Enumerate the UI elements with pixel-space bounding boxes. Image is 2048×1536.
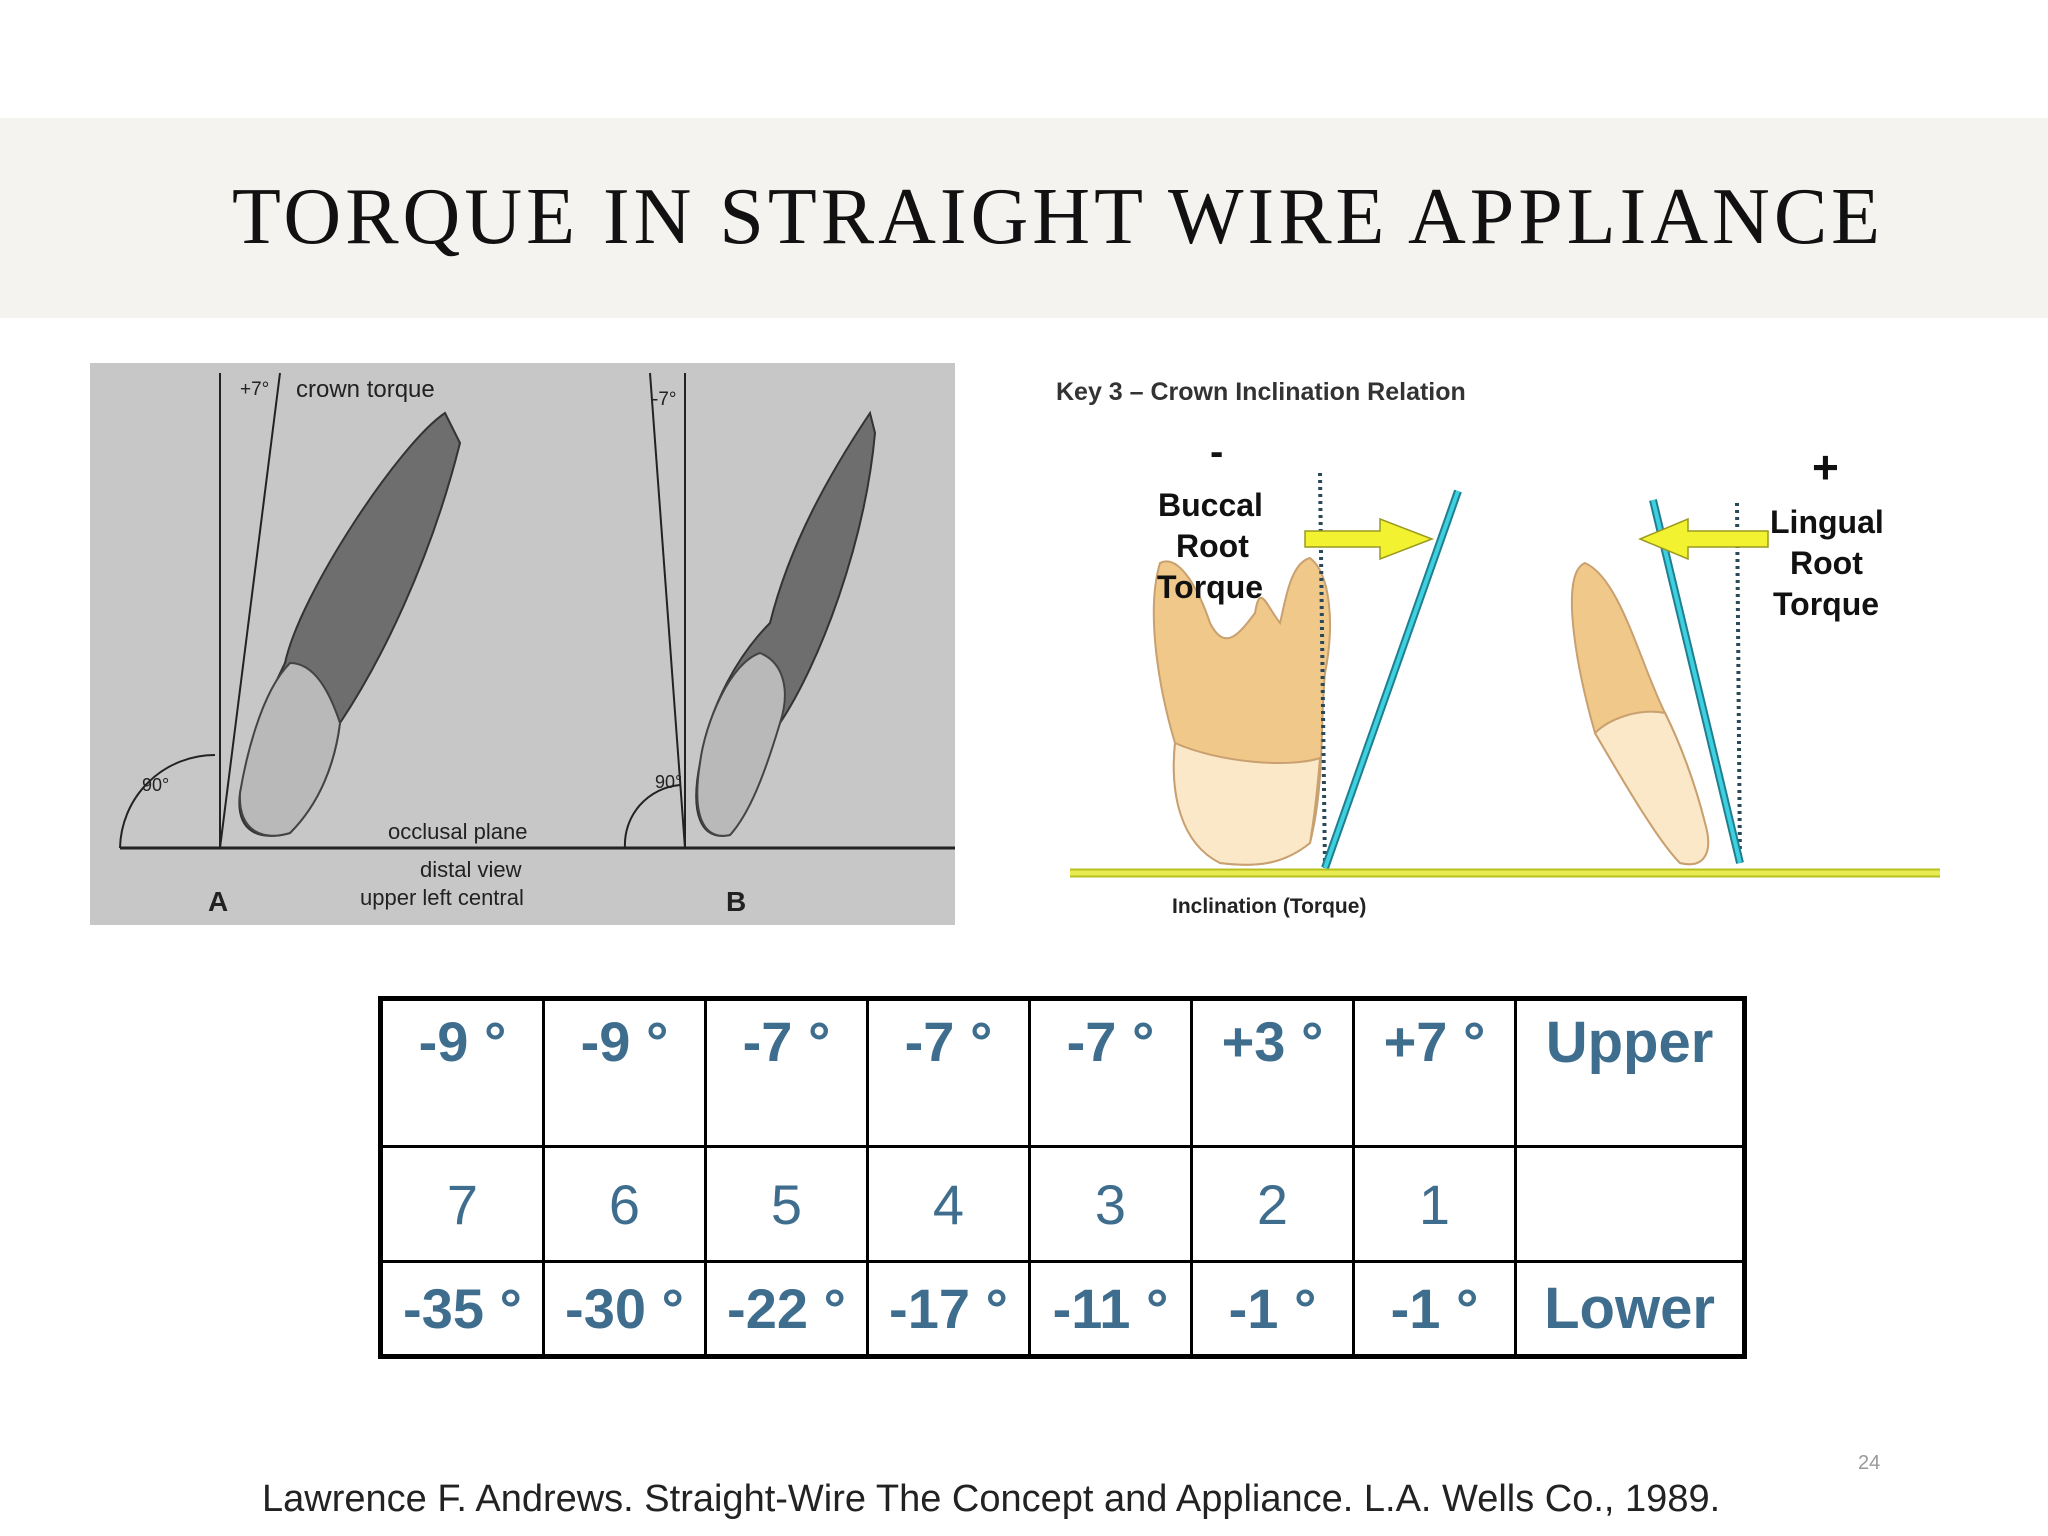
angle-b-label: 90° xyxy=(655,772,682,792)
table-cell: -11 ° xyxy=(1028,1260,1193,1358)
upper-label: Upper xyxy=(1514,997,1746,1148)
lower-label: Lower xyxy=(1514,1260,1746,1358)
arrow-left-icon xyxy=(1638,517,1769,561)
angle-a-label: 90° xyxy=(142,775,169,795)
tooth-number-row: 7 6 5 4 3 2 1 xyxy=(379,1145,1746,1263)
crown-torque-value: +7° xyxy=(240,379,269,400)
slide-title: TORQUE IN STRAIGHT WIRE APPLIANCE xyxy=(232,173,1885,261)
table-cell: 3 xyxy=(1028,1145,1193,1263)
upper-left-central-label: upper left central xyxy=(360,885,524,910)
table-cell: 2 xyxy=(1190,1145,1355,1263)
lingual-label-2: Root xyxy=(1790,545,1863,581)
table-cell: -1 ° xyxy=(1352,1260,1517,1358)
negative-torque-value: -7° xyxy=(652,389,677,410)
buccal-label-2: Root xyxy=(1176,528,1249,564)
table-cell: -35 ° xyxy=(379,1260,545,1358)
table-cell: +7 ° xyxy=(1352,997,1517,1148)
table-cell: +3 ° xyxy=(1190,997,1355,1148)
crown-torque-label: crown torque xyxy=(296,376,435,403)
minus-sign: - xyxy=(1210,430,1223,474)
crown-torque-figure: +7° crown torque -7° 90° 90° occlusal pl… xyxy=(90,363,955,925)
torque-values-table: -9 ° -9 ° -7 ° -7 ° -7 ° +3 ° +7 ° Upper… xyxy=(378,996,1747,1359)
empty-cell xyxy=(1514,1145,1746,1263)
buccal-label-3: Torque xyxy=(1157,569,1263,605)
upper-torque-row: -9 ° -9 ° -7 ° -7 ° -7 ° +3 ° +7 ° Upper xyxy=(379,997,1746,1148)
citation: Lawrence F. Andrews. Straight-Wire The C… xyxy=(262,1478,1721,1520)
table-cell: 7 xyxy=(379,1145,545,1263)
table-cell: 5 xyxy=(704,1145,869,1263)
lingual-label-1: Lingual xyxy=(1770,504,1884,540)
inclination-caption: Inclination (Torque) xyxy=(1172,895,1366,918)
lower-torque-row: -35 ° -30 ° -22 ° -17 ° -11 ° -1 ° -1 ° … xyxy=(379,1260,1746,1358)
lingual-label-3: Torque xyxy=(1773,586,1879,622)
crown-inclination-figure: Key 3 – Crown Inclination Relation - Buc… xyxy=(1040,363,1970,933)
table-cell: -1 ° xyxy=(1190,1260,1355,1358)
table-cell: 4 xyxy=(866,1145,1031,1263)
buccal-label-1: Buccal xyxy=(1158,487,1263,523)
title-band xyxy=(0,118,2048,318)
key3-title: Key 3 – Crown Inclination Relation xyxy=(1056,378,1466,406)
table-cell: 1 xyxy=(1352,1145,1517,1263)
table-cell: -9 ° xyxy=(379,997,545,1148)
table-cell: -7 ° xyxy=(704,997,869,1148)
occlusal-plane-label: occlusal plane xyxy=(388,819,527,844)
distal-view-label: distal view xyxy=(420,857,522,882)
figure-a-label: A xyxy=(208,886,228,917)
page-number: 24 xyxy=(1858,1452,1881,1474)
table-cell: -22 ° xyxy=(704,1260,869,1358)
figure-b-label: B xyxy=(726,886,746,917)
table-cell: -7 ° xyxy=(1028,997,1193,1148)
table-cell: -17 ° xyxy=(866,1260,1031,1358)
arrow-right-icon xyxy=(1304,517,1435,561)
plus-sign: + xyxy=(1812,441,1839,493)
table-cell: -9 ° xyxy=(542,997,707,1148)
table-cell: 6 xyxy=(542,1145,707,1263)
table-cell: -30 ° xyxy=(542,1260,707,1358)
table-cell: -7 ° xyxy=(866,997,1031,1148)
